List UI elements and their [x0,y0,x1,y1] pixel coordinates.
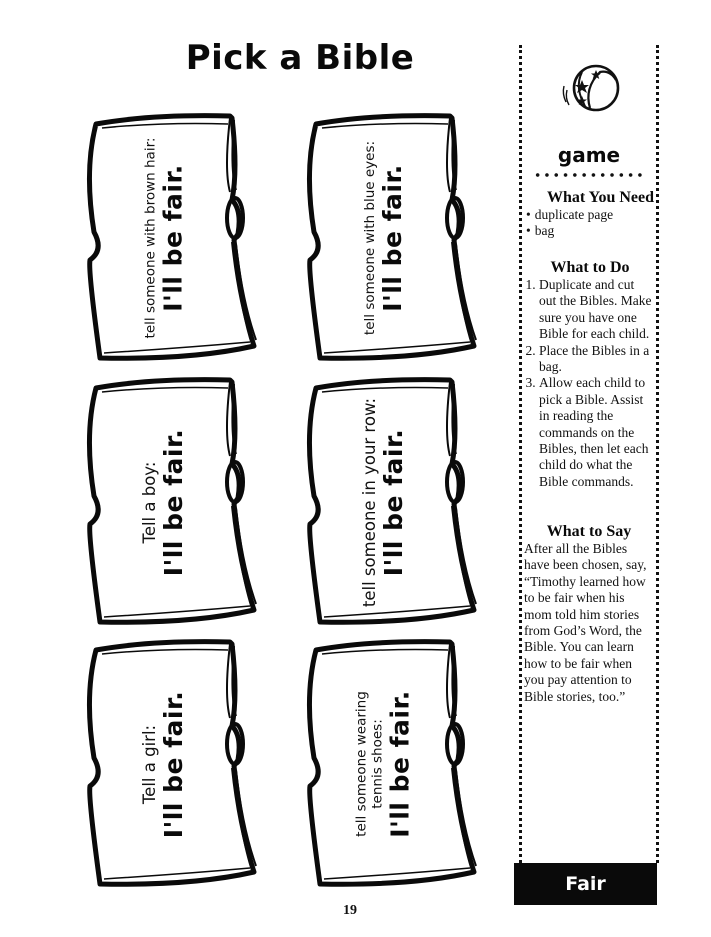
dotted-divider [533,172,645,178]
bible-card: tell someone with brown hair: I'll be fa… [82,110,262,366]
bible-card: Tell a boy: I'll be fair. [82,374,262,630]
need-item: bag [526,223,654,239]
bible-promise: I'll be fair. [158,164,187,312]
open-bible-icon [306,377,477,625]
bible-command: Tell a boy: [140,461,160,543]
need-item: duplicate page [526,207,654,223]
bible-promise: I'll be fair. [379,428,409,576]
step-item: Duplicate and cut out the Bibles. Make s… [539,277,654,343]
open-bible-icon [86,113,257,361]
step-item: Allow each child to pick a Bible. Assist… [539,375,654,490]
bible-promise: I'll be fair. [386,690,415,838]
bible-card: Tell a girl: I'll be fair. [82,636,262,892]
bible-card: tell someone wearing tennis shoes: I'll … [302,636,482,892]
bible-command: Tell a girl: [140,724,160,804]
open-bible-icon [86,639,257,887]
bible-command: tell someone with blue eyes: [362,140,378,336]
bible-command: tell someone wearing [354,691,370,837]
what-you-need-heading: What You Need [547,189,654,206]
bible-command: tell someone with brown hair: [142,137,158,339]
what-to-do-heading: What to Do [550,259,630,276]
bible-command: tell someone in your row: [360,397,380,607]
bible-promise: I'll be fair. [159,690,189,838]
open-bible-icon [86,377,257,625]
category-label: game [557,143,621,167]
bible-card: tell someone in your row: I'll be fair. [302,374,482,630]
what-you-need-section: What You Need duplicate page bag [526,188,654,240]
what-to-say-section: What to Say After all the Bibles have be… [524,522,654,705]
bible-card: tell someone with blue eyes: I'll be fai… [302,110,482,366]
open-bible-icon [306,639,477,887]
what-to-say-heading: What to Say [546,523,632,540]
what-to-do-section: What to Do Duplicate and cut out the Bib… [526,258,654,490]
sidebar-panel [519,45,659,863]
step-item: Place the Bibles in a bag. [539,343,654,376]
bible-command-line2: tennis shoes: [370,719,386,809]
bible-promise: I'll be fair. [378,164,407,312]
what-to-say-text: After all the Bibles have been chosen, s… [524,541,647,704]
open-bible-icon [306,113,477,361]
page-title: Pick a Bible [185,38,415,78]
theme-banner: Fair [514,863,657,905]
bible-promise: I'll be fair. [159,428,189,576]
ball-icon [562,64,620,112]
page-number: 19 [343,903,357,918]
